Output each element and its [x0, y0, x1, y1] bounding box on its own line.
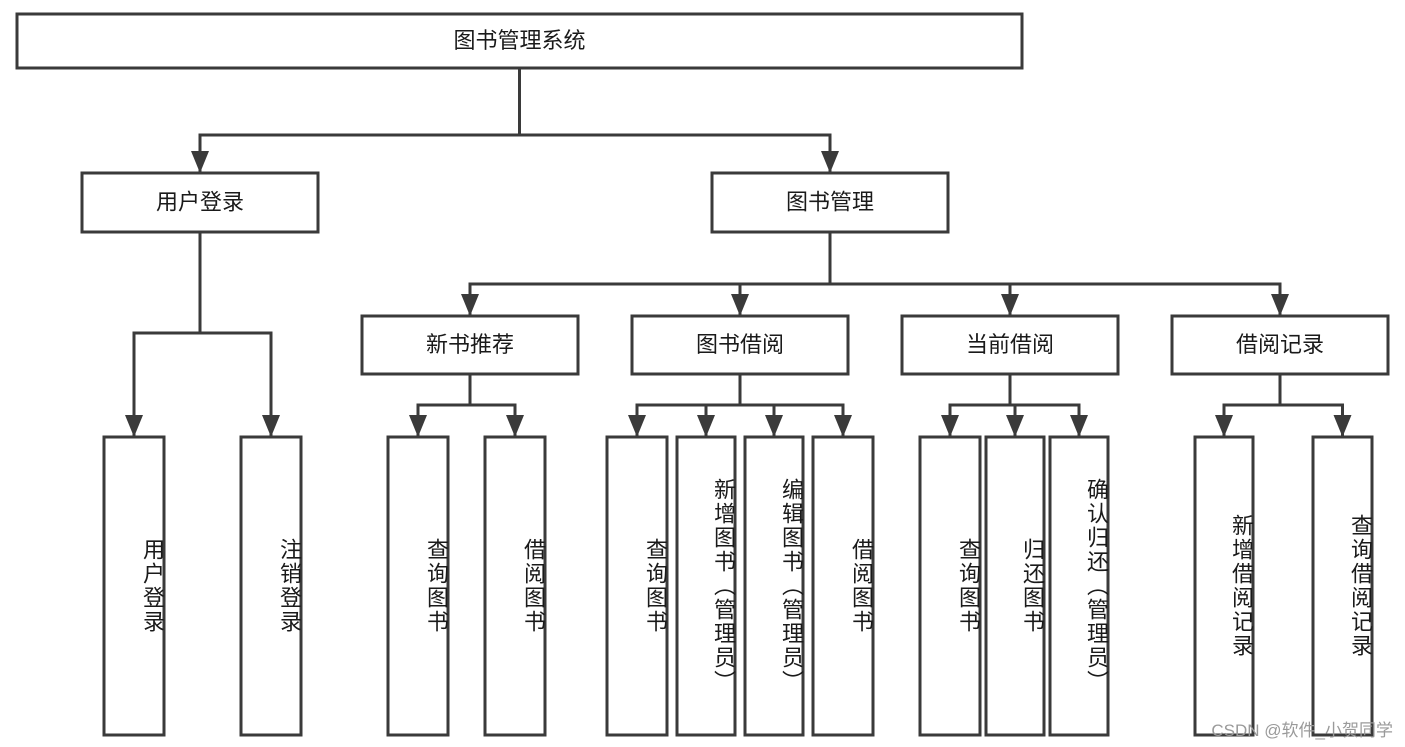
- node-label-new-book-recommend: 新书推荐: [426, 332, 514, 357]
- arrow-head-icon: [1271, 294, 1289, 316]
- arrow-head-icon: [506, 415, 524, 437]
- node-box-new-book-recommend[interactable]: [360, 314, 580, 376]
- arrow-head-icon: [409, 415, 427, 437]
- node-box-user-login[interactable]: [80, 171, 320, 234]
- node-label-book-management: 图书管理: [786, 189, 874, 214]
- node-box-book-borrow[interactable]: [630, 314, 850, 376]
- node-box-leaf-confirm-return-admin[interactable]: [1048, 435, 1110, 737]
- node-box-leaf-query-book-3[interactable]: [918, 435, 982, 737]
- node-label-user-login: 用户登录: [156, 189, 244, 214]
- node-label-book-borrow: 图书借阅: [696, 332, 784, 357]
- node-box-leaf-logout-login[interactable]: [239, 435, 303, 737]
- node-box-leaf-user-login[interactable]: [102, 435, 166, 737]
- node-label-root: 图书管理系统: [453, 28, 585, 53]
- arrow-head-icon: [461, 294, 479, 316]
- node-box-leaf-query-book-1[interactable]: [386, 435, 450, 737]
- node-label-borrow-record: 借阅记录: [1236, 332, 1324, 357]
- node-box-book-management[interactable]: [710, 171, 950, 234]
- arrow-head-icon: [1215, 415, 1233, 437]
- arrow-head-icon: [628, 415, 646, 437]
- node-box-leaf-borrow-book-2[interactable]: [811, 435, 875, 737]
- arrow-head-icon: [731, 294, 749, 316]
- watermark-text: CSDN @软件_小贺同学: [1211, 721, 1393, 740]
- arrow-head-icon: [191, 151, 209, 173]
- node-box-leaf-borrow-book-1[interactable]: [483, 435, 547, 737]
- arrow-head-icon: [941, 415, 959, 437]
- node-box-leaf-add-book-admin[interactable]: [675, 435, 737, 737]
- arrow-head-icon: [765, 415, 783, 437]
- node-box-leaf-edit-book-admin[interactable]: [743, 435, 805, 737]
- arrow-head-icon: [1006, 415, 1024, 437]
- arrow-head-icon: [125, 415, 143, 437]
- node-box-leaf-query-book-2[interactable]: [605, 435, 669, 737]
- node-label-current-borrow: 当前借阅: [966, 332, 1054, 357]
- node-box-borrow-record[interactable]: [1170, 314, 1390, 376]
- connectors-layer: [125, 66, 1352, 439]
- arrow-head-icon: [1333, 415, 1352, 437]
- arrow-head-icon: [834, 415, 852, 437]
- node-box-leaf-query-borrow-record[interactable]: [1311, 435, 1374, 737]
- node-box-leaf-add-borrow-record[interactable]: [1193, 435, 1255, 737]
- arrow-head-icon: [1001, 294, 1019, 316]
- arrow-head-icon: [1070, 415, 1088, 437]
- arrow-head-icon: [697, 415, 715, 437]
- boxes-layer: [15, 12, 1390, 737]
- node-box-root[interactable]: [15, 12, 1024, 70]
- node-box-current-borrow[interactable]: [900, 314, 1120, 376]
- node-box-leaf-return-book[interactable]: [984, 435, 1046, 737]
- arrow-head-icon: [821, 151, 839, 173]
- arrow-head-icon: [262, 415, 280, 437]
